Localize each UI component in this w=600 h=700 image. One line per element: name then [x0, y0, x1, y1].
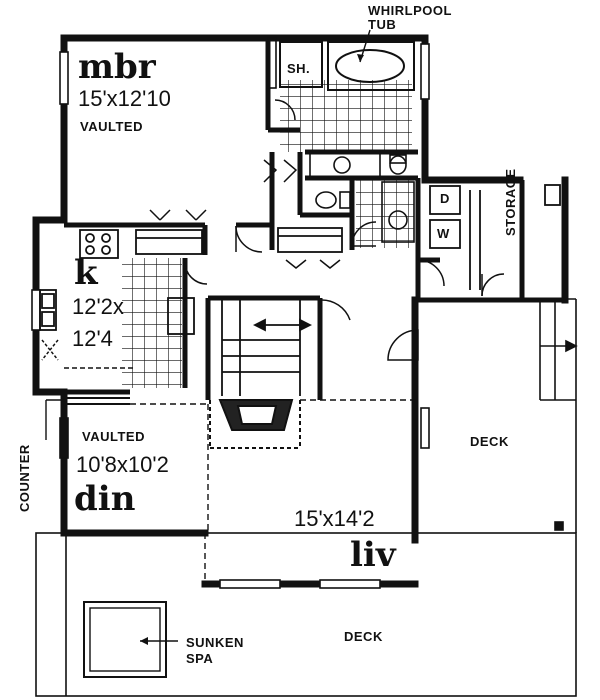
sunken-spa	[83, 601, 178, 678]
tile-floors	[122, 80, 414, 388]
whirlpool-label-line1: WHIRLPOOL	[368, 3, 452, 18]
dryer-label: D	[440, 191, 450, 206]
bath-vanity	[309, 151, 407, 179]
laundry	[429, 184, 561, 290]
dining-dimensions: 10'8x10'2	[76, 452, 169, 477]
living-dimensions: 15'x14'2	[294, 506, 375, 531]
mbr-vaulted-note: VAULTED	[80, 119, 143, 134]
dining-room-name: din	[74, 479, 136, 519]
dashed-openings	[130, 399, 415, 584]
dining-vaulted-note: VAULTED	[82, 429, 145, 444]
kitchen-dimensions-line2: 12'4	[72, 326, 113, 351]
kitchen-counters	[39, 227, 343, 335]
whirlpool-label-line2: TUB	[368, 17, 397, 32]
south-deck	[35, 532, 577, 697]
mbr-room-name: mbr	[78, 47, 156, 87]
south-deck-label: DECK	[344, 629, 383, 644]
washer-label: W	[437, 226, 450, 241]
east-deck	[420, 298, 578, 533]
doors	[41, 99, 505, 369]
counter-leader	[45, 399, 64, 440]
spa-label-line2: SPA	[186, 651, 214, 666]
east-deck-label: DECK	[470, 434, 509, 449]
storage-label: STORAGE	[503, 168, 518, 236]
counter-label: COUNTER	[17, 444, 32, 512]
shower	[279, 41, 323, 88]
half-bath	[315, 181, 415, 243]
kitchen-room-name: k	[74, 253, 98, 293]
stairs	[221, 300, 313, 396]
fireplace	[209, 399, 301, 449]
spa-label-line1: SUNKEN	[186, 635, 244, 650]
kitchen-dimensions-line1: 12'2x	[72, 294, 124, 319]
living-room-name: liv	[350, 535, 396, 575]
whirlpool-tub	[327, 29, 415, 91]
shower-label: SH.	[287, 61, 311, 76]
windows	[31, 37, 430, 589]
mbr-dimensions: 15'x12'10	[78, 86, 171, 111]
